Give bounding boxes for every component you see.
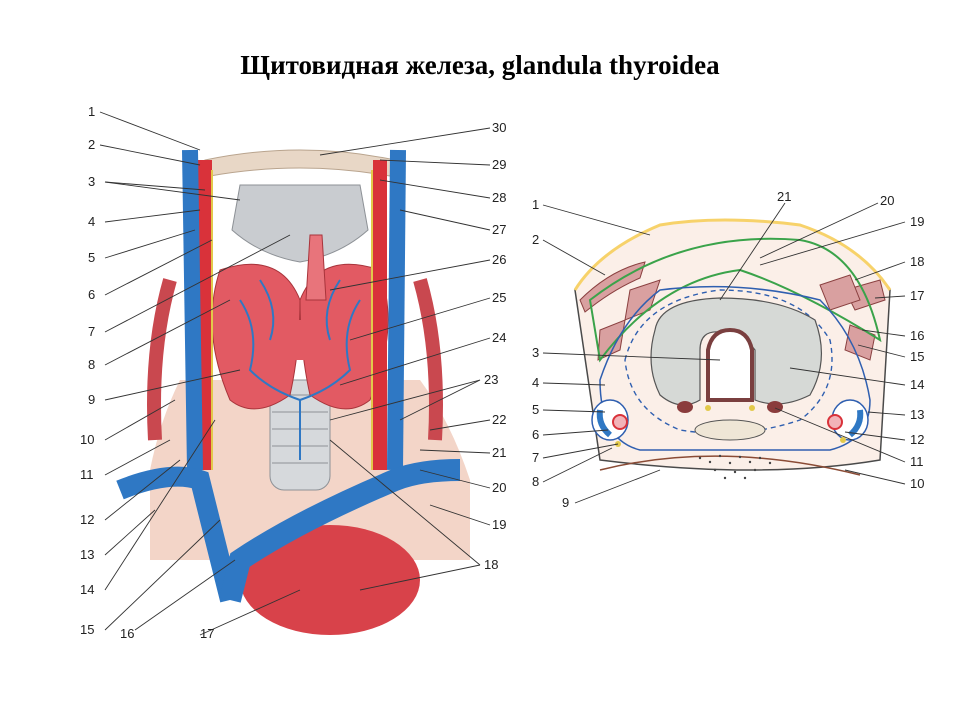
label-26: 26 — [492, 252, 506, 267]
thyroid-right-lobe — [211, 263, 301, 410]
xs-label-10: 10 — [910, 476, 924, 491]
label-17: 17 — [200, 626, 214, 641]
xs-label-17: 17 — [910, 288, 924, 303]
label-18: 18 — [484, 557, 498, 572]
label-8: 8 — [88, 357, 95, 372]
xs-label-4: 4 — [532, 375, 539, 390]
xs-label-18: 18 — [910, 254, 924, 269]
left-brachiocephalic-vein — [219, 459, 461, 603]
thyroid-isthmus — [282, 320, 318, 360]
xs-label-2: 2 — [532, 232, 539, 247]
xs-label-19: 19 — [910, 214, 924, 229]
xs-label-11: 11 — [910, 454, 924, 469]
label-28: 28 — [492, 190, 506, 205]
label-10: 10 — [80, 432, 94, 447]
left-internal-jugular — [387, 149, 406, 471]
label-6: 6 — [88, 287, 95, 302]
xs-label-14: 14 — [910, 377, 924, 392]
aortic-arch — [240, 525, 420, 635]
label-13: 13 — [80, 547, 94, 562]
xs-label-3: 3 — [532, 345, 539, 360]
xs-label-5: 5 — [532, 402, 539, 417]
xs-label-12: 12 — [910, 432, 924, 447]
label-3: 3 — [88, 174, 95, 189]
label-20: 20 — [492, 480, 506, 495]
slide-title: Щитовидная железа, glandula thyroidea — [240, 50, 720, 80]
label-22: 22 — [492, 412, 506, 427]
xs-label-16: 16 — [910, 328, 924, 343]
right-internal-jugular — [182, 149, 203, 471]
label-21: 21 — [492, 445, 506, 460]
label-24: 24 — [492, 330, 506, 345]
label-23: 23 — [484, 372, 498, 387]
label-9: 9 — [88, 392, 95, 407]
label-4: 4 — [88, 214, 95, 229]
xs-label-15: 15 — [910, 349, 924, 364]
label-27: 27 — [492, 222, 506, 237]
label-16: 16 — [120, 626, 134, 641]
label-2: 2 — [88, 137, 95, 152]
label-19: 19 — [492, 517, 506, 532]
thyroid-cartilage — [231, 184, 369, 263]
xs-label-9: 9 — [562, 495, 569, 510]
label-12: 12 — [80, 512, 94, 527]
xs-label-21: 21 — [777, 189, 791, 204]
pyramidal-lobe — [305, 234, 327, 301]
xs-label-6: 6 — [532, 427, 539, 442]
label-5: 5 — [88, 250, 95, 265]
left-scalene-muscle — [413, 278, 443, 441]
xs-label-13: 13 — [910, 407, 924, 422]
label-30: 30 — [492, 120, 506, 135]
label-25: 25 — [492, 290, 506, 305]
right-brachiocephalic-vein — [116, 466, 240, 603]
label-14: 14 — [80, 582, 94, 597]
xs-label-8: 8 — [532, 474, 539, 489]
label-11: 11 — [80, 467, 94, 482]
xs-label-1: 1 — [532, 197, 539, 212]
label-1: 1 — [88, 104, 95, 119]
label-29: 29 — [492, 157, 506, 172]
hyoid-bone — [204, 149, 396, 177]
xs-label-7: 7 — [532, 450, 539, 465]
label-15: 15 — [80, 622, 94, 637]
xs-label-20: 20 — [880, 193, 894, 208]
right-scalene-muscle — [147, 278, 177, 441]
label-7: 7 — [88, 324, 95, 339]
neck-cross-section-figure — [573, 218, 892, 480]
thyroid-veins — [239, 279, 361, 460]
